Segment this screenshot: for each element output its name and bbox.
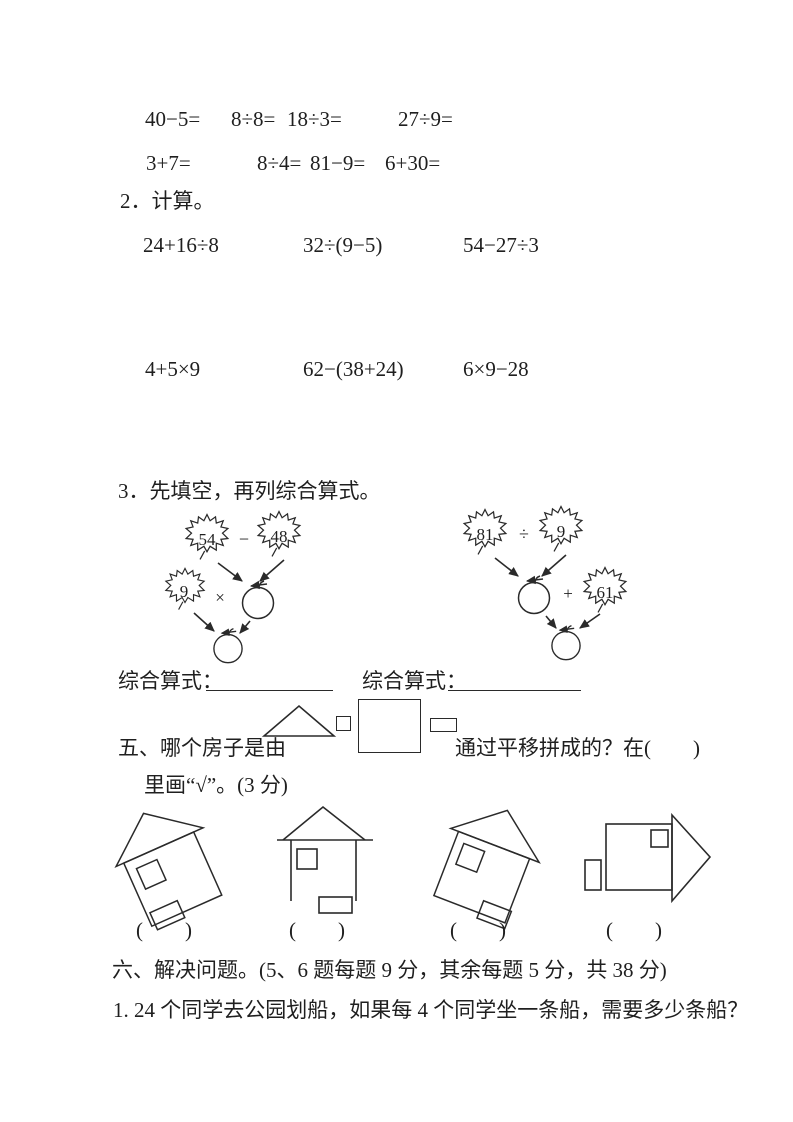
calc-expression: 62−(38+24) [303,357,404,381]
arrow-connector [259,559,285,582]
leaf-value: 9 [557,522,566,541]
apple-icon [552,626,580,660]
answer-label: 综合算式： [362,669,467,693]
oral-expression: 8÷4= [257,151,302,175]
solve-question-1: 1. 24 个同学去公园划船，如果每 4 个同学坐一条船，需要多少条船？ [113,998,749,1022]
operator: ÷ [519,524,529,544]
apple-icon [243,581,274,619]
leaf-value: 81 [477,525,494,544]
house-figure-2 [277,805,373,914]
house-figure-4 [584,812,712,904]
fill-diagram-left: 54 − 48 9 × [165,510,301,670]
operator: + [563,584,573,603]
small-square-shape [336,716,351,731]
translate-question-pre: 五、哪个房子是由 [118,736,286,760]
arrow-connector [217,562,243,582]
arrow-connector [193,612,215,632]
arrow-connector [494,557,519,577]
house-figure-1 [114,812,223,931]
answer-paren[interactable]: ( ) [606,918,662,942]
leaf-value: 48 [271,527,288,546]
calc-expression: 6×9−28 [463,357,529,381]
roof-triangle-shape [261,704,337,737]
leaf-value: 54 [199,530,217,549]
calc-expression: 54−27÷3 [463,233,539,257]
small-rect-shape [430,718,457,732]
calc-section-title: 2．计算。 [120,189,215,213]
answer-paren[interactable]: ( ) [136,918,192,942]
arrow-connector [541,554,567,577]
fill-section-title: 3．先填空，再列综合算式。 [118,479,381,503]
oral-expression: 81−9= [310,151,366,175]
arrow-connector [545,615,557,629]
oral-expression: 3+7= [146,151,191,175]
operator: × [215,588,225,607]
calc-expression: 4+5×9 [145,357,201,381]
solve-section-title: 六、解决问题。(5、6 题每题 9 分，其余每题 5 分，共 38 分) [112,958,667,982]
fill-diagram-right: 81 ÷ 9 + 61 [463,505,627,668]
answer-paren[interactable]: ( ) [450,918,506,942]
answer-blank[interactable] [206,668,333,691]
answer-label: 综合算式： [118,669,223,693]
big-square-shape [358,699,421,753]
apple-icon [214,629,242,663]
oral-expression: 6+30= [385,151,441,175]
answer-paren[interactable]: ( ) [289,918,345,942]
operator: − [239,529,249,549]
calc-expression: 24+16÷8 [143,233,219,257]
arrow-connector [239,620,251,634]
apple-icon [519,576,550,614]
arrow-connector [579,613,601,629]
oral-expression: 18÷3= [287,107,342,131]
answer-blank[interactable] [448,668,581,691]
leaf-value: 61 [597,583,614,602]
house-figure-3 [432,809,541,930]
oral-expression: 8÷8= [231,107,276,131]
calc-expression: 32÷(9−5) [303,233,383,257]
oral-expression: 40−5= [145,107,201,131]
oral-expression: 27÷9= [398,107,453,131]
leaf-value: 9 [180,582,189,601]
translate-question-post: 通过平移拼成的？在( ) [455,736,700,760]
translate-question-line2: 里画“√”。(3 分) [144,773,288,797]
